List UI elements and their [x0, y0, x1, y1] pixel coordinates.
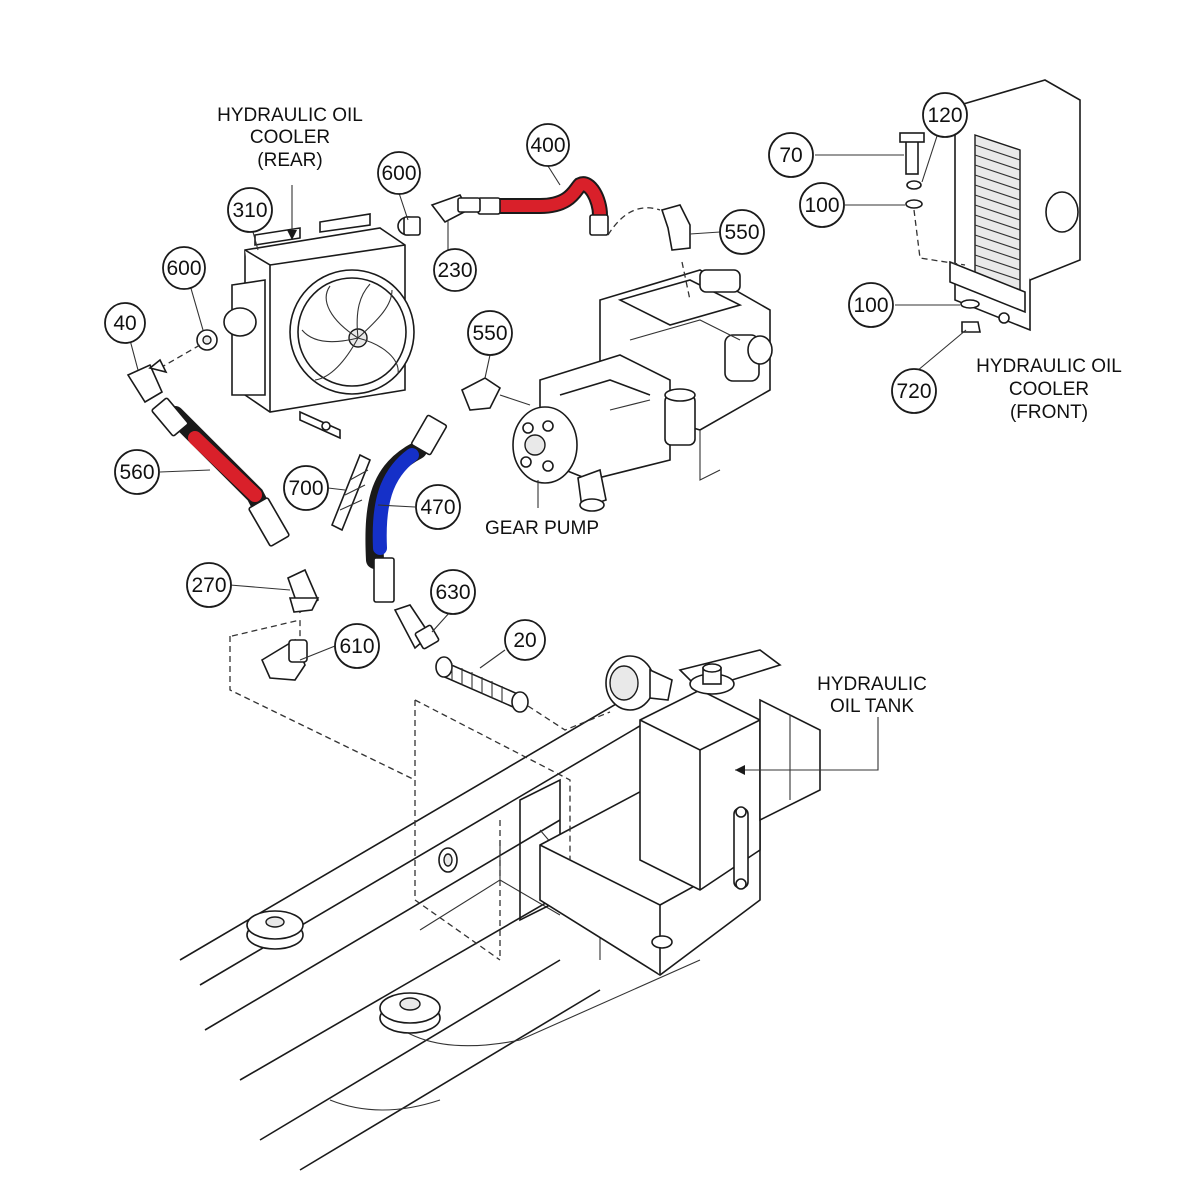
svg-text:600: 600 [381, 162, 416, 185]
svg-text:550: 550 [724, 221, 759, 244]
svg-text:270: 270 [191, 574, 226, 597]
gear-pump [512, 261, 773, 512]
callout-100-top: 100 [799, 182, 845, 228]
hydraulic-oil-tank [539, 649, 821, 976]
svg-text:70: 70 [779, 144, 802, 167]
label-cooler-rear-1: HYDRAULIC OIL [217, 105, 363, 126]
callout-270: 270 [186, 562, 232, 608]
callout-470: 470 [415, 484, 461, 530]
oil-cooler-front [899, 79, 1081, 333]
red-hose-400 [484, 178, 606, 221]
svg-text:600: 600 [166, 257, 201, 280]
rubber-mount-2 [379, 992, 441, 1034]
elbow-270 [287, 568, 320, 614]
callout-310: 310 [227, 187, 273, 233]
callout-560: 560 [114, 449, 160, 495]
fitting-230 [430, 194, 481, 224]
svg-text:40: 40 [113, 312, 136, 335]
label-cooler-rear-3: (REAR) [257, 150, 322, 171]
hose-560 [151, 397, 290, 547]
adapter-600-top [397, 216, 421, 236]
svg-text:310: 310 [232, 199, 267, 222]
svg-text:400: 400 [530, 134, 565, 157]
svg-text:720: 720 [896, 380, 931, 403]
callout-70: 70 [768, 132, 814, 178]
label-cooler-rear-2: COOLER [250, 127, 330, 148]
callout-550-left: 550 [467, 310, 513, 356]
callout-100-bottom: 100 [848, 282, 894, 328]
elbow-550-left [460, 377, 502, 411]
callout-630: 630 [430, 569, 476, 615]
cooler-rear-arrow [287, 230, 297, 240]
svg-text:630: 630 [435, 581, 470, 604]
callout-610: 610 [334, 623, 380, 669]
svg-text:100: 100 [853, 294, 888, 317]
callout-600-left: 600 [162, 246, 206, 290]
filter-20 [435, 656, 529, 713]
dash-40-600 [159, 344, 201, 369]
elbow-40 [126, 358, 168, 404]
callout-20: 20 [504, 619, 546, 661]
label-oil-tank-1: HYDRAULIC [817, 674, 927, 695]
rubber-mount-1 [246, 910, 304, 950]
callout-40: 40 [104, 302, 146, 344]
red-hose-560 [188, 431, 262, 502]
oil-cooler-rear [223, 213, 415, 440]
adapter-600-left [196, 329, 218, 351]
callout-600-top: 600 [377, 151, 421, 195]
dash-400-550 [607, 207, 661, 236]
label-cooler-front-3: (FRONT) [1010, 402, 1088, 423]
svg-text:100: 100 [804, 194, 839, 217]
svg-text:610: 610 [339, 635, 374, 658]
callout-230: 230 [433, 248, 477, 292]
chassis-frame [179, 689, 701, 1171]
elbow-610 [260, 638, 308, 681]
spiral-guard-700 [330, 453, 372, 532]
svg-text:20: 20 [513, 629, 536, 652]
hose-400 [477, 176, 609, 236]
callout-120: 120 [922, 92, 968, 138]
label-gear-pump: GEAR PUMP [485, 518, 599, 539]
svg-text:470: 470 [420, 496, 455, 519]
callout-700: 700 [283, 465, 329, 511]
callout-720: 720 [891, 368, 937, 414]
label-cooler-front-2: COOLER [1009, 379, 1089, 400]
svg-text:550: 550 [472, 322, 507, 345]
svg-text:120: 120 [927, 104, 962, 127]
svg-text:560: 560 [119, 461, 154, 484]
elbow-550-top [660, 204, 691, 251]
label-cooler-front-1: HYDRAULIC OIL [976, 356, 1122, 377]
elbow-630 [393, 604, 440, 650]
callout-550-top: 550 [719, 209, 765, 255]
callout-400: 400 [526, 123, 570, 167]
tank-arrow [735, 765, 745, 775]
leader-lines [129, 132, 967, 771]
svg-text:700: 700 [288, 477, 323, 500]
blue-hose-470 [372, 448, 419, 555]
hose-470 [365, 414, 448, 603]
label-oil-tank-2: OIL TANK [830, 696, 914, 717]
svg-text:230: 230 [437, 259, 472, 282]
